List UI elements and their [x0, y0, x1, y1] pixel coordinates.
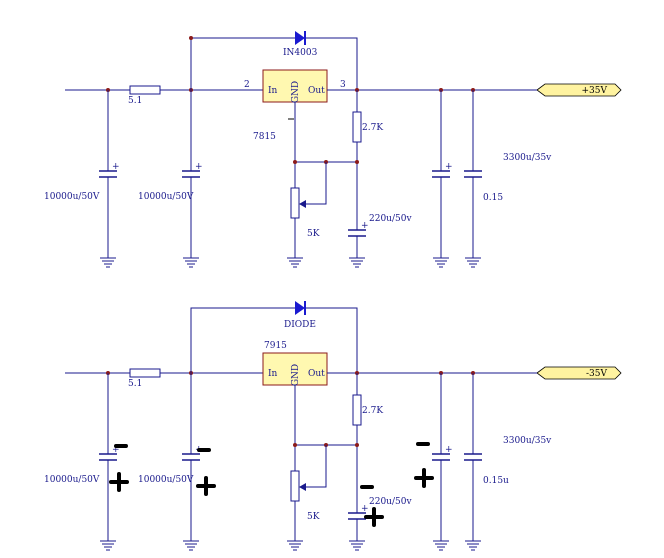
output-port: -35V: [536, 366, 622, 380]
pot-wiper-wire: [302, 445, 327, 488]
port-shape: [536, 83, 622, 97]
potentiometer-label: 5K: [307, 229, 320, 239]
diode-triangle: [295, 31, 305, 45]
input-capacitor-1: +: [99, 90, 120, 258]
hand-plus-mark: [196, 476, 216, 496]
input-capacitor-2: +: [182, 373, 203, 541]
adjust-resistor-label: 2.7K: [362, 406, 383, 416]
ground-symbol: [433, 257, 449, 268]
ground-symbol: [183, 540, 199, 551]
cap-plus-mark: +: [195, 162, 203, 172]
input-capacitor-1-label: 10000u/50V: [44, 475, 100, 485]
diode-wire-right: [305, 37, 358, 90]
input-capacitor-2: +: [182, 90, 203, 258]
potentiometer: [290, 187, 300, 219]
junction-dot: [189, 36, 193, 40]
output-capacitor-2: [464, 373, 482, 541]
regulator-pin-in: In: [268, 86, 278, 96]
cap-plus-mark: +: [361, 504, 369, 514]
hand-plus-mark: [414, 468, 434, 488]
input-capacitor-2-label: 10000u/50V: [138, 192, 194, 202]
bypass-diode-label: DIODE: [284, 320, 316, 330]
adjust-capacitor-label: 220u/50v: [369, 497, 412, 507]
regulator-pin-in: In: [268, 369, 278, 379]
port-label: +35V: [582, 86, 608, 96]
output-capacitor-1: +: [432, 90, 453, 258]
output-capacitor-2: [464, 90, 482, 258]
series-resistor: [129, 368, 161, 378]
adjust-resistor: [352, 394, 362, 426]
junction-dot: [355, 443, 359, 447]
potentiometer-label: 5K: [307, 512, 320, 522]
ground-symbol: [287, 257, 303, 268]
diode-wire-right: [305, 307, 358, 373]
series-resistor-label: 5.1: [128, 379, 142, 389]
input-capacitor-1: +: [99, 373, 120, 541]
diode-wire-left: [190, 307, 295, 373]
output-capacitor-2-label: 0.15: [483, 193, 503, 203]
handwritten-polarity-marks: [109, 442, 434, 527]
adjust-capacitor: +: [348, 491, 369, 541]
regulator-pin-gnd: GND: [291, 81, 301, 103]
regulator-label: 7815: [253, 132, 276, 142]
ground-symbol: [349, 540, 365, 551]
cap-plus-mark: +: [445, 445, 453, 455]
regulator-label: 7915: [264, 341, 287, 351]
bypass-diode-label: IN4003: [283, 48, 318, 58]
potentiometer: [290, 470, 300, 502]
ground-symbol: [465, 257, 481, 268]
junction-dot: [355, 160, 359, 164]
bypass-diode: [295, 301, 306, 315]
regulator-body: [262, 69, 328, 103]
output-port: +35V: [536, 83, 622, 97]
output-capacitor-1-label: 3300u/35v: [503, 436, 552, 446]
bypass-diode: [295, 31, 306, 45]
ground-symbol: [100, 540, 116, 551]
input-capacitor-1-label: 10000u/50V: [44, 192, 100, 202]
port-label: -35V: [586, 369, 607, 379]
junction-dot: [293, 160, 297, 164]
ground-symbol: [465, 540, 481, 551]
bottom-circuit: 5.1 + +10000u/50V 10000u/50V DIODE In Out GND 79…: [44, 301, 622, 551]
cap-plus-mark: +: [445, 162, 453, 172]
port-shape: [536, 366, 622, 380]
output-capacitor-1: +: [432, 373, 453, 541]
cap-plus-mark: +: [112, 445, 120, 455]
output-capacitor-1-label: 3300u/35v: [503, 153, 552, 163]
voltage-regulator: In Out GND: [262, 352, 328, 386]
pot-wiper-arrow: [299, 200, 306, 208]
adjust-resistor-label: 2.7K: [362, 123, 383, 133]
ground-symbol: [349, 257, 365, 268]
junction-dot: [293, 443, 297, 447]
voltage-regulator: In Out GND: [262, 69, 328, 103]
regulator-pin-gnd: GND: [291, 364, 301, 386]
ground-symbol: [100, 257, 116, 268]
hand-plus-mark: [364, 507, 384, 527]
cap-plus-mark: +: [112, 162, 120, 172]
hand-plus-mark: [109, 472, 129, 492]
adjust-capacitor: +: [348, 208, 369, 258]
ground-symbol: [183, 257, 199, 268]
series-resistor-label: 5.1: [128, 96, 142, 106]
pot-wiper-wire: [302, 162, 327, 205]
input-capacitor-2-label: 10000u/50V: [138, 475, 194, 485]
ground-symbol: [433, 540, 449, 551]
adjust-capacitor-label: 220u/50v: [369, 214, 412, 224]
diode-triangle: [295, 301, 305, 315]
pot-wiper-arrow: [299, 483, 306, 491]
ground-symbol: [287, 540, 303, 551]
adjust-resistor: [352, 111, 362, 143]
regulator-pin-number-in: 2: [244, 80, 250, 90]
regulator-pin-out: Out: [308, 369, 325, 379]
regulator-pin-number-out: 3: [340, 80, 346, 90]
series-resistor: [129, 85, 161, 95]
output-capacitor-2-label: 0.15u: [483, 476, 509, 486]
cap-plus-mark: +: [361, 221, 369, 231]
regulator-pin-out: Out: [308, 86, 325, 96]
